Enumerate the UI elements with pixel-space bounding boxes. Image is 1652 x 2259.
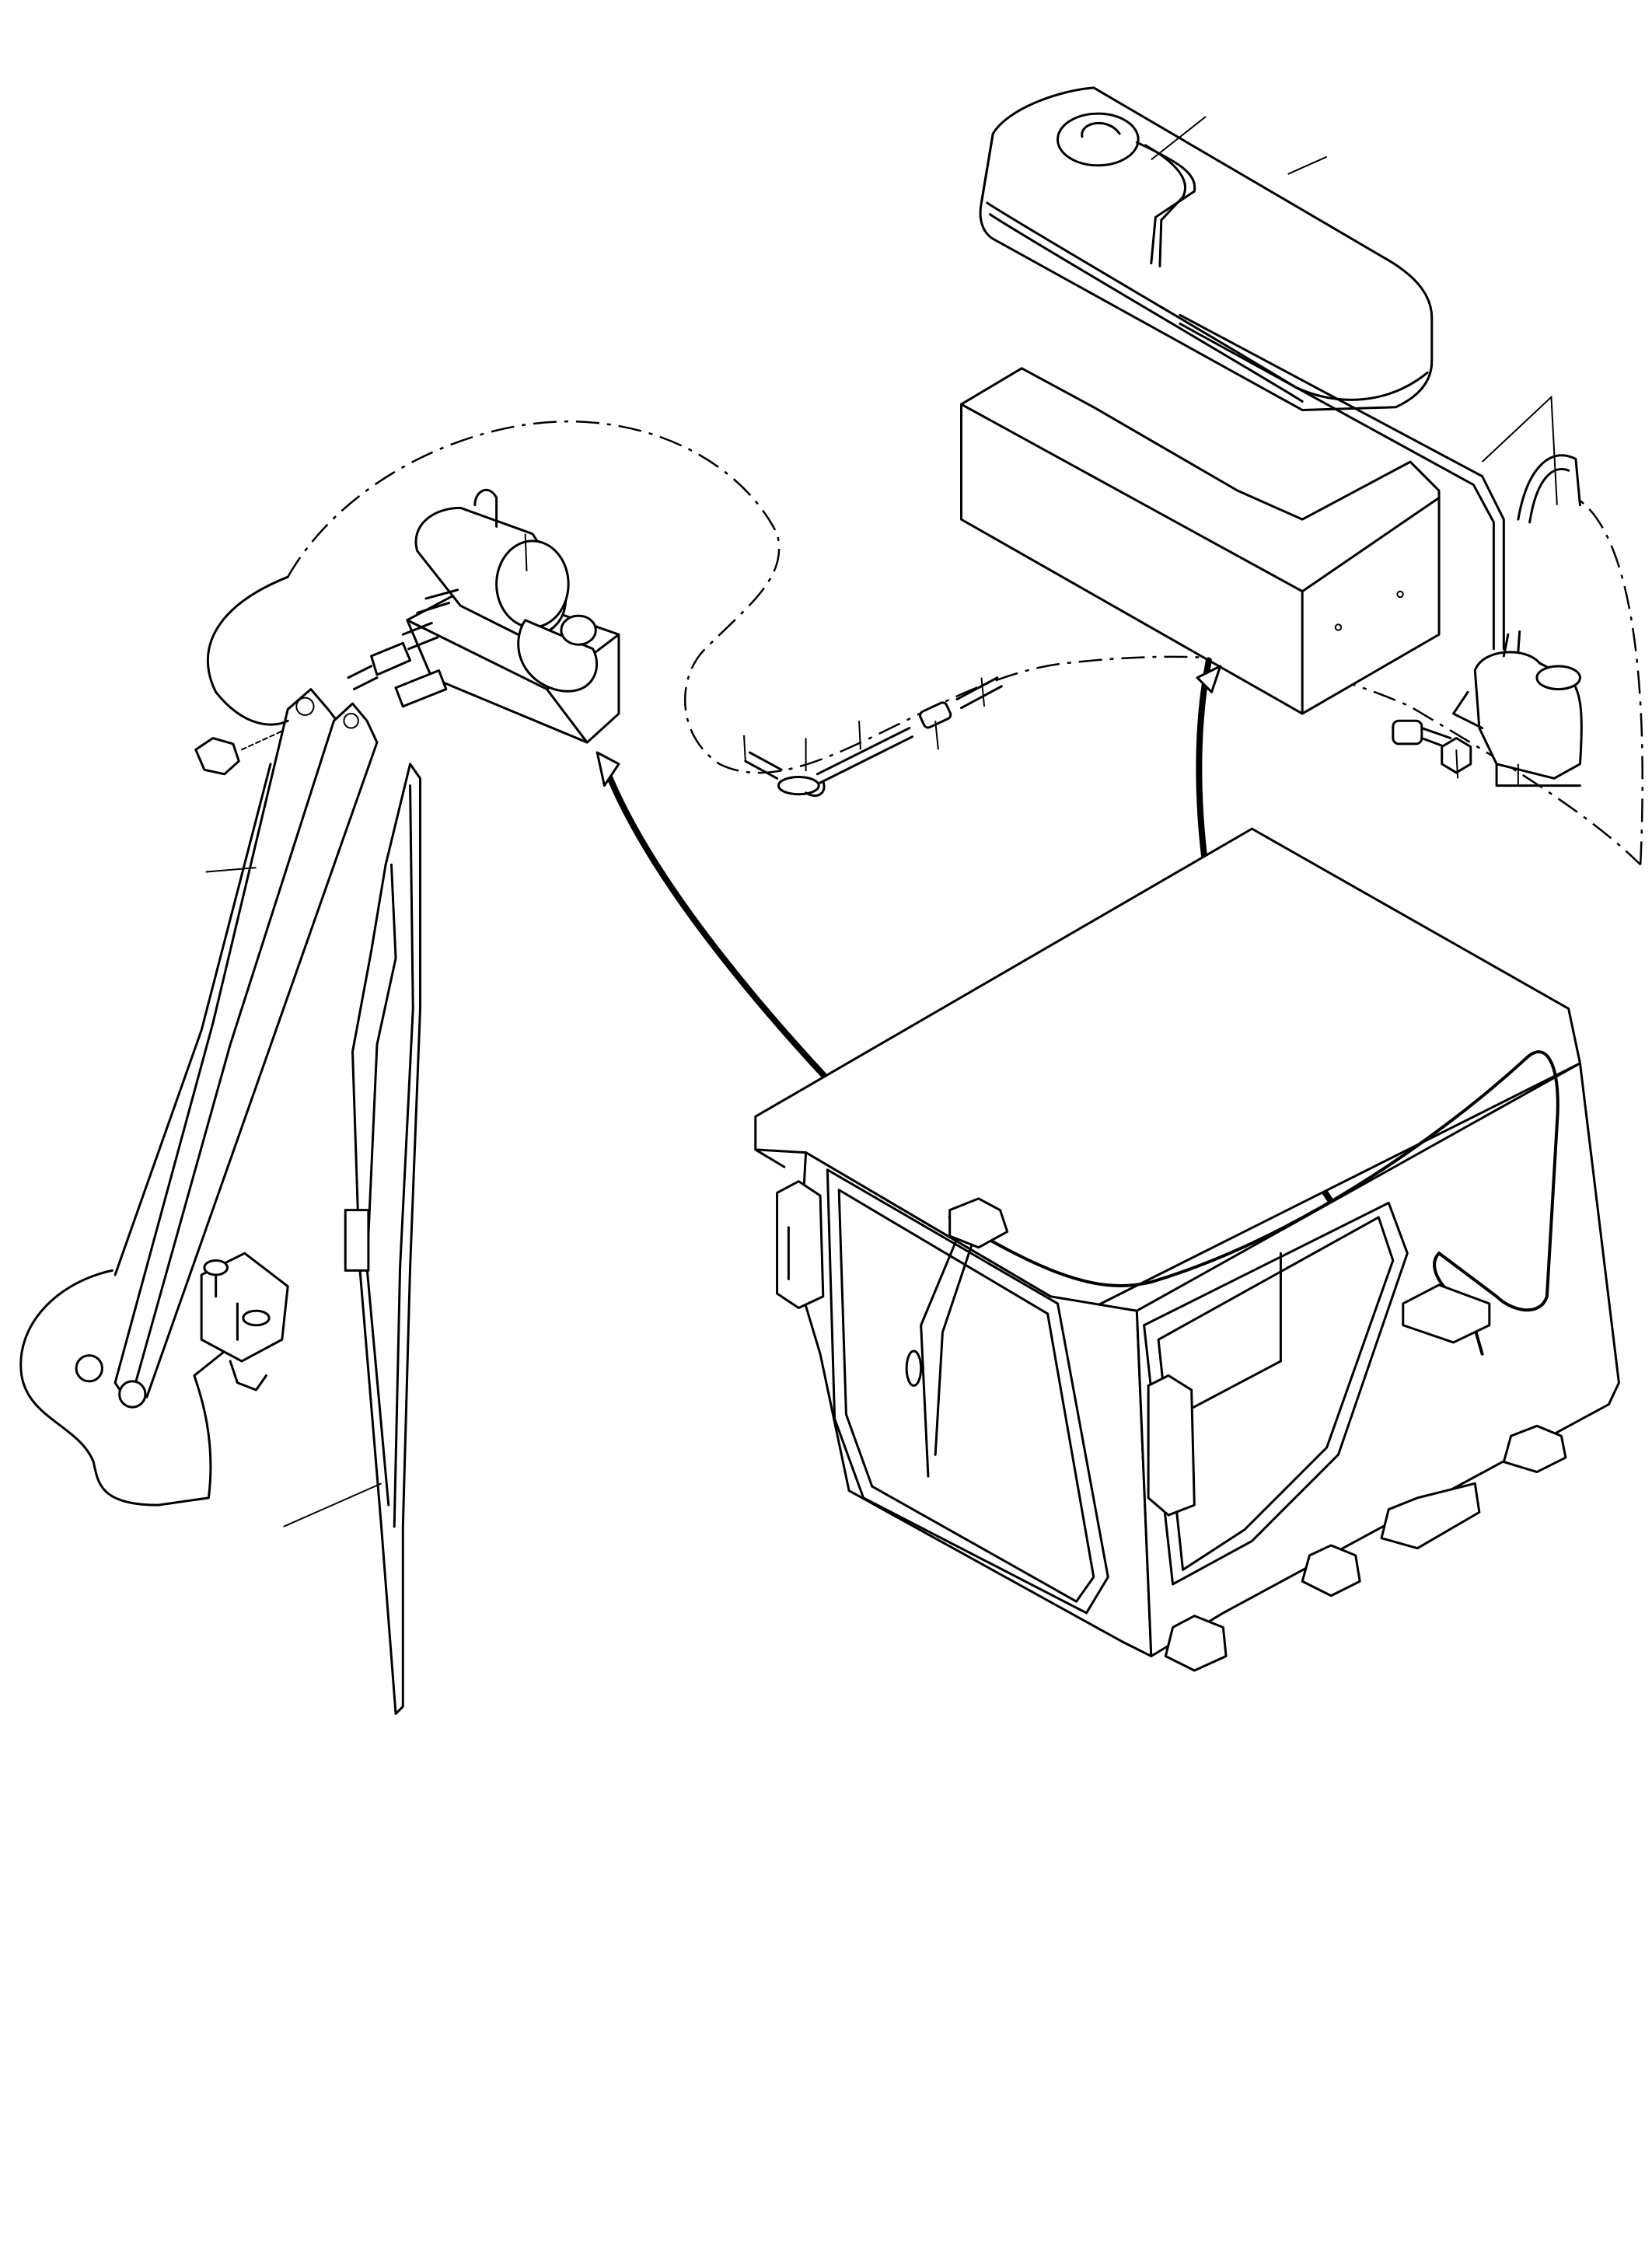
group-boundary-dashdot — [288, 421, 1643, 864]
tank-bracket — [961, 368, 1439, 714]
tank-cap-icon — [1058, 113, 1139, 166]
cab-assembly — [756, 829, 1619, 1671]
washer-hoses — [746, 678, 1001, 783]
callout-leader-lines — [206, 117, 1557, 1527]
arm-mount-bracket — [201, 1253, 288, 1390]
wiper-arm — [21, 577, 377, 1505]
hose-fittings — [778, 701, 952, 796]
floor-brackets — [1165, 1426, 1566, 1671]
cap-nut-icon — [196, 738, 239, 774]
wiper-motor — [348, 490, 619, 742]
wiper-blade — [345, 764, 420, 1714]
washer-tank — [980, 88, 1504, 649]
washer-pump — [1454, 456, 1582, 786]
mounting-bolt-icon — [1393, 721, 1451, 746]
